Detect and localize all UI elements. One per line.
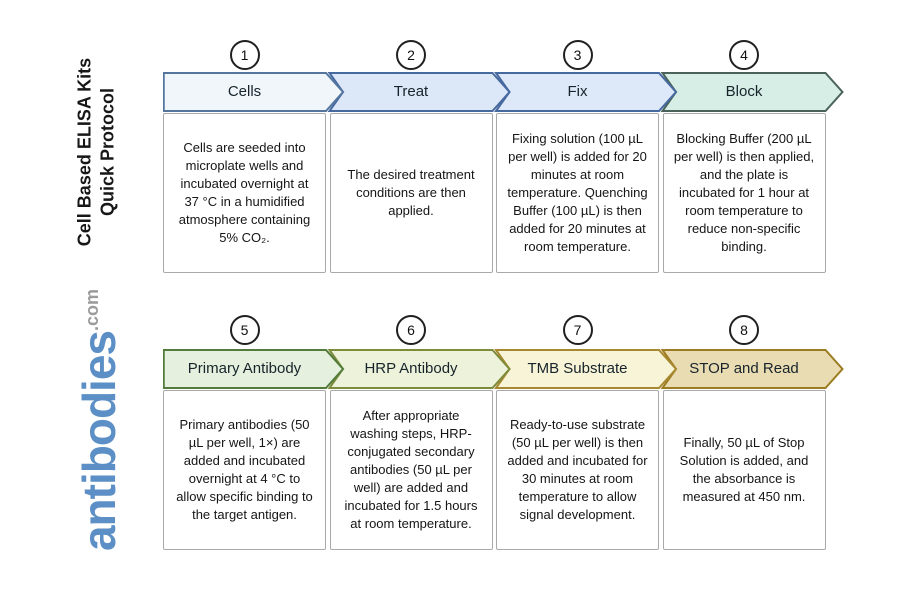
- step-description-4: Blocking Buffer (200 µL per well) is the…: [673, 131, 815, 254]
- page-title: Cell Based ELISA Kits Quick Protocol: [74, 27, 121, 277]
- step-number-badge-3: 3: [562, 40, 593, 70]
- step-description-8: Finally, 50 µL of Stop Solution is added…: [679, 435, 809, 504]
- step-number-3: 3: [573, 47, 582, 63]
- step-number-1: 1: [240, 47, 249, 63]
- step-number-8: 8: [740, 322, 748, 338]
- step-number-badge-1: 1: [229, 40, 260, 70]
- step-number-badge-6: 6: [396, 315, 426, 345]
- step-label-1: Cells: [227, 83, 262, 100]
- step-label-7: TMB Substrate: [527, 360, 628, 377]
- step-label-3: Fix: [567, 83, 588, 100]
- arrow-ribbon-row2: [163, 349, 844, 389]
- step-label-8: STOP and Read: [689, 360, 799, 377]
- step-number-badge-2: 2: [396, 40, 426, 70]
- step-label-4: Block: [725, 83, 763, 100]
- step-description-box-5: Primary antibodies (50 µL per well, 1×) …: [163, 390, 326, 550]
- step-number-7: 7: [573, 322, 582, 338]
- step-description-box-3: Fixing solution (100 µL per well) is add…: [496, 113, 659, 273]
- brand-logo-text: antibodies: [73, 330, 125, 552]
- step-label-2: Treat: [393, 83, 429, 100]
- step-label-5: Primary Antibody: [187, 360, 302, 377]
- brand-logo-suffix: .com: [81, 288, 102, 331]
- step-number-5: 5: [240, 322, 249, 338]
- step-number-4: 4: [740, 47, 748, 63]
- page-title-line1: Cell Based ELISA Kits: [74, 57, 95, 247]
- step-number-2: 2: [407, 47, 415, 63]
- step-description-2: The desired treatment conditions are the…: [347, 167, 475, 218]
- step-description-box-4: Blocking Buffer (200 µL per well) is the…: [662, 113, 826, 273]
- step-label-6: HRP Antibody: [364, 360, 458, 377]
- step-description-box-1: Cells are seeded into microplate wells a…: [163, 113, 326, 273]
- step-number-badge-8: 8: [729, 315, 759, 345]
- brand-logo: antibodies.com: [73, 288, 125, 552]
- step-number-badge-4: 4: [729, 40, 759, 70]
- page-title-line2: Quick Protocol: [98, 87, 118, 217]
- step-number-badge-7: 7: [562, 315, 593, 345]
- step-arrow-shape-1: [163, 72, 345, 112]
- arrow-ribbon-row1: [163, 72, 844, 112]
- step-number-badge-5: 5: [229, 315, 260, 345]
- step-description-1: Cells are seeded into microplate wells a…: [178, 140, 311, 245]
- step-description-5: Primary antibodies (50 µL per well, 1×) …: [176, 417, 313, 522]
- step-description-7: Ready-to-use substrate (50 µL per well) …: [507, 417, 648, 522]
- step-description-box-2: The desired treatment conditions are the…: [329, 113, 493, 273]
- step-arrow-shape-5: [163, 349, 345, 389]
- step-description-3: Fixing solution (100 µL per well) is add…: [507, 131, 648, 254]
- step-description-box-6: After appropriate washing steps, HRP-con…: [329, 390, 493, 550]
- step-description-box-8: Finally, 50 µL of Stop Solution is added…: [662, 390, 826, 550]
- step-number-6: 6: [407, 322, 415, 338]
- step-description-box-7: Ready-to-use substrate (50 µL per well) …: [496, 390, 659, 550]
- step-description-6: After appropriate washing steps, HRP-con…: [344, 408, 478, 531]
